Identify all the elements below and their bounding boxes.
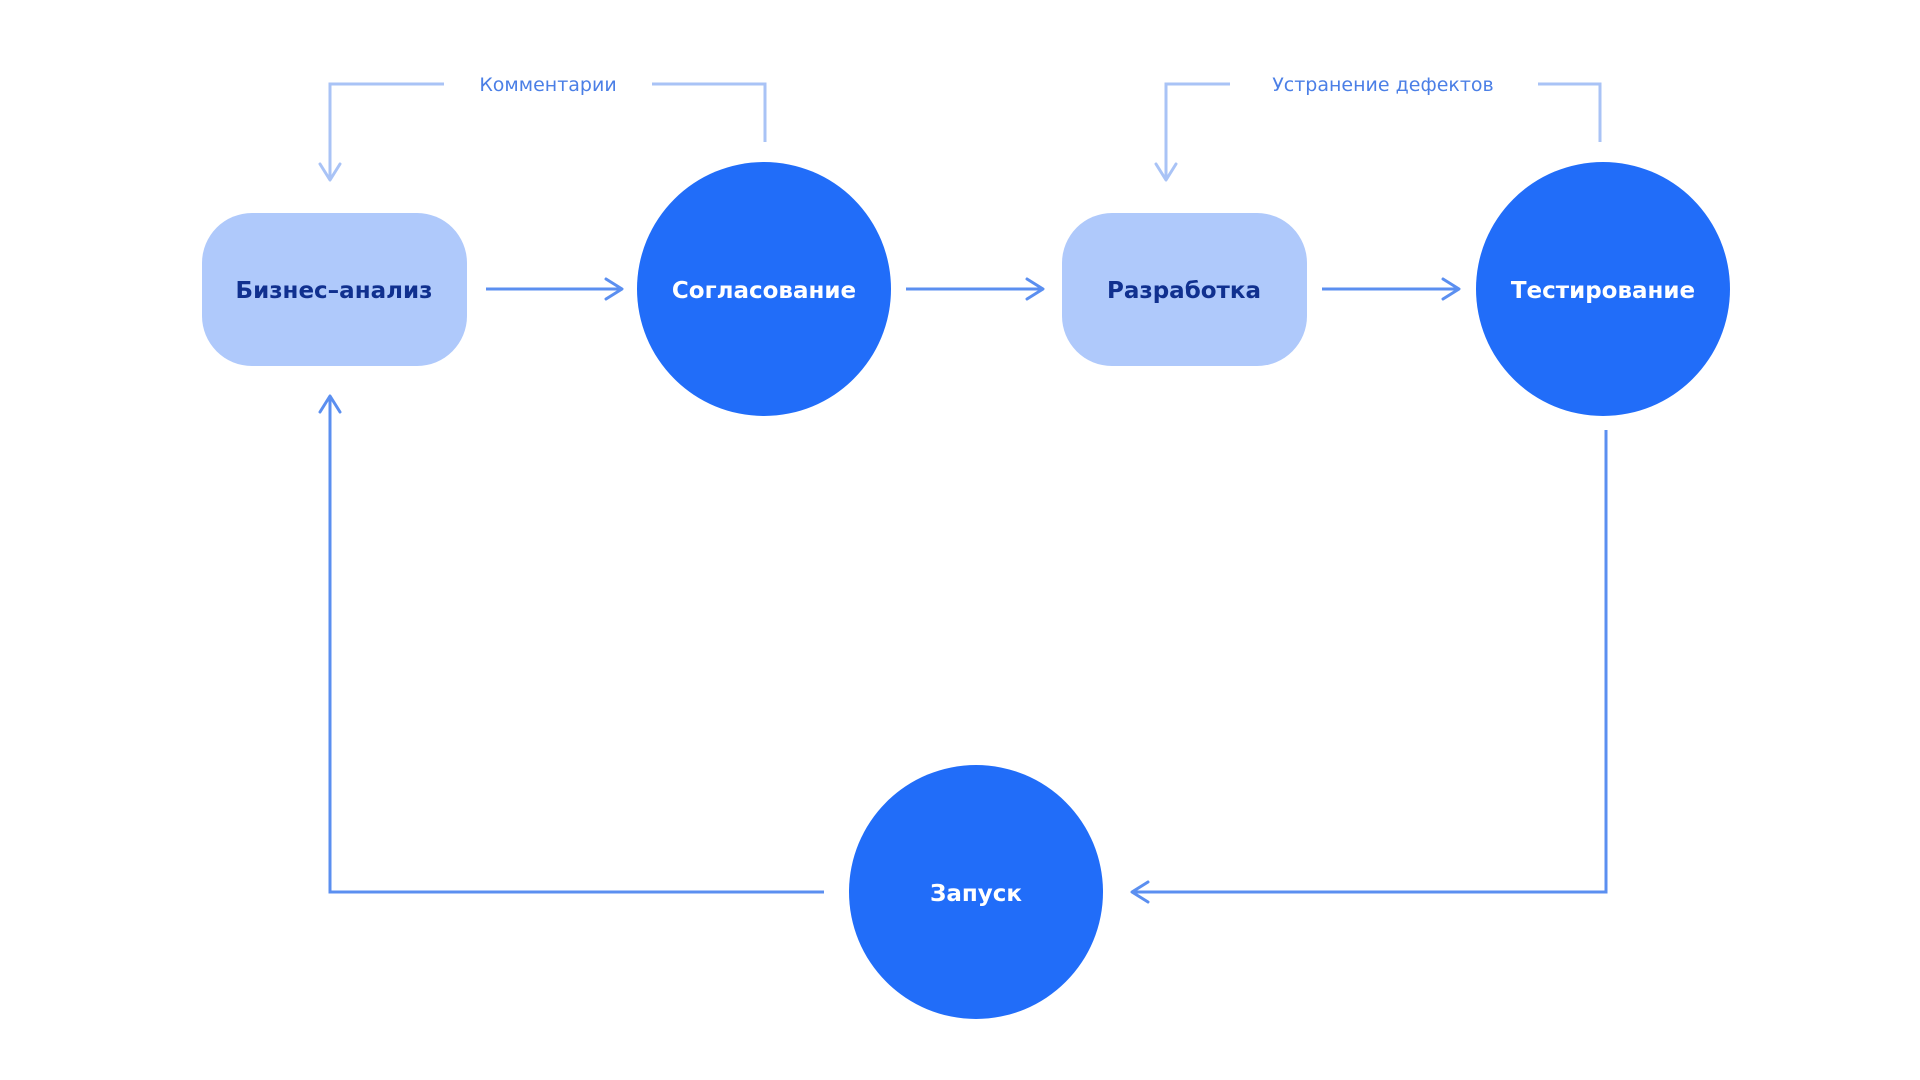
node-development: Разработка <box>1062 213 1307 366</box>
launch-label: Запуск <box>930 881 1022 907</box>
feedback-loop-defect-fix: Устранение дефектов <box>1154 74 1602 182</box>
feedback-loop-comments: Комментарии <box>318 74 767 182</box>
business-analysis-shape <box>202 213 467 366</box>
node-approval: Согласование <box>637 162 891 416</box>
approval-label: Согласование <box>672 278 856 304</box>
loop-label-comments: Комментарии <box>479 74 616 96</box>
business-analysis-label: Бизнес–анализ <box>236 278 433 304</box>
loop-line-defect-fix-right <box>1538 82 1602 142</box>
approval-shape <box>637 162 891 416</box>
launch-shape <box>849 765 1103 1019</box>
testing-shape <box>1476 162 1730 416</box>
loop-arrow-defect-fix <box>1154 82 1230 182</box>
arrow-launch-to-business <box>318 394 824 894</box>
main-flow-arrows <box>318 277 1608 904</box>
loop-line-comments-right <box>652 82 767 142</box>
development-shape <box>1062 213 1307 366</box>
development-label: Разработка <box>1107 278 1261 304</box>
loop-arrow-comments <box>318 82 444 182</box>
loop-label-defect-fix: Устранение дефектов <box>1272 74 1494 96</box>
node-testing: Тестирование <box>1476 162 1730 416</box>
node-launch: Запуск <box>849 765 1103 1019</box>
node-business-analysis: Бизнес–анализ <box>202 213 467 366</box>
testing-label: Тестирование <box>1511 278 1695 304</box>
arrow-testing-to-launch <box>1130 430 1608 904</box>
